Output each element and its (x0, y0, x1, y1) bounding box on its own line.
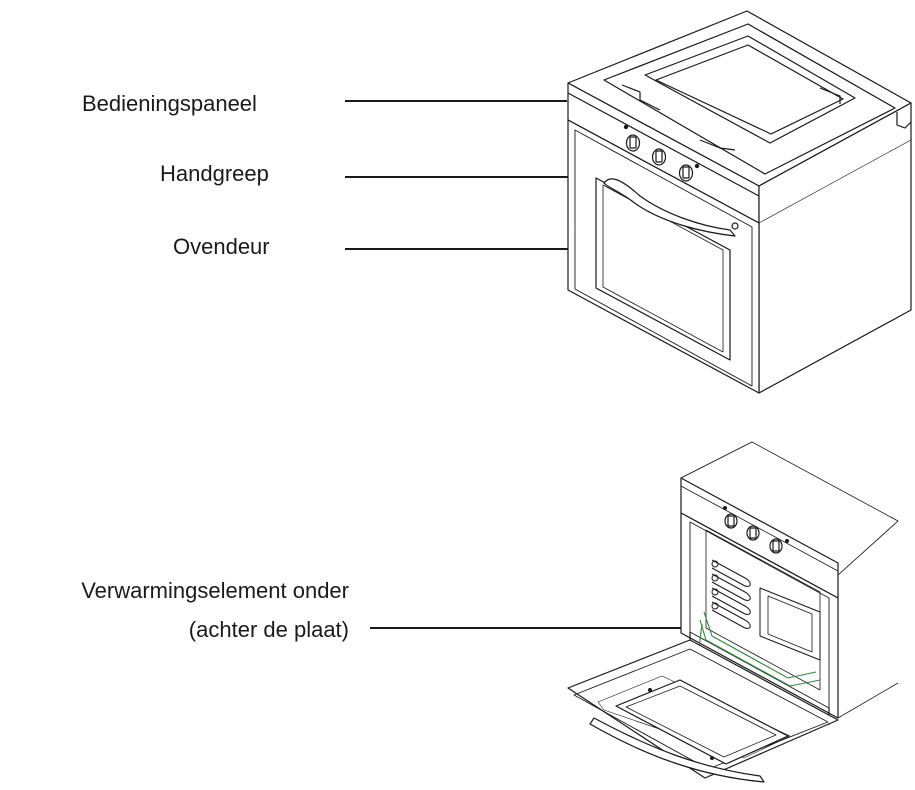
leader-lines (345, 100, 695, 629)
control-knobs-open (722, 506, 789, 554)
label-control-panel: Bedieningspaneel (82, 91, 257, 116)
label-oven-door: Ovendeur (173, 234, 270, 259)
label-heating-element-note: (achter de plaat) (188, 617, 349, 642)
control-knobs (623, 124, 700, 182)
label-heating-element: Verwarmingselement onder (81, 578, 349, 603)
rack-supports (711, 559, 751, 629)
open-oven-icon (567, 441, 899, 783)
closed-oven-icon (567, 10, 912, 394)
label-handle: Handgreep (160, 161, 269, 186)
